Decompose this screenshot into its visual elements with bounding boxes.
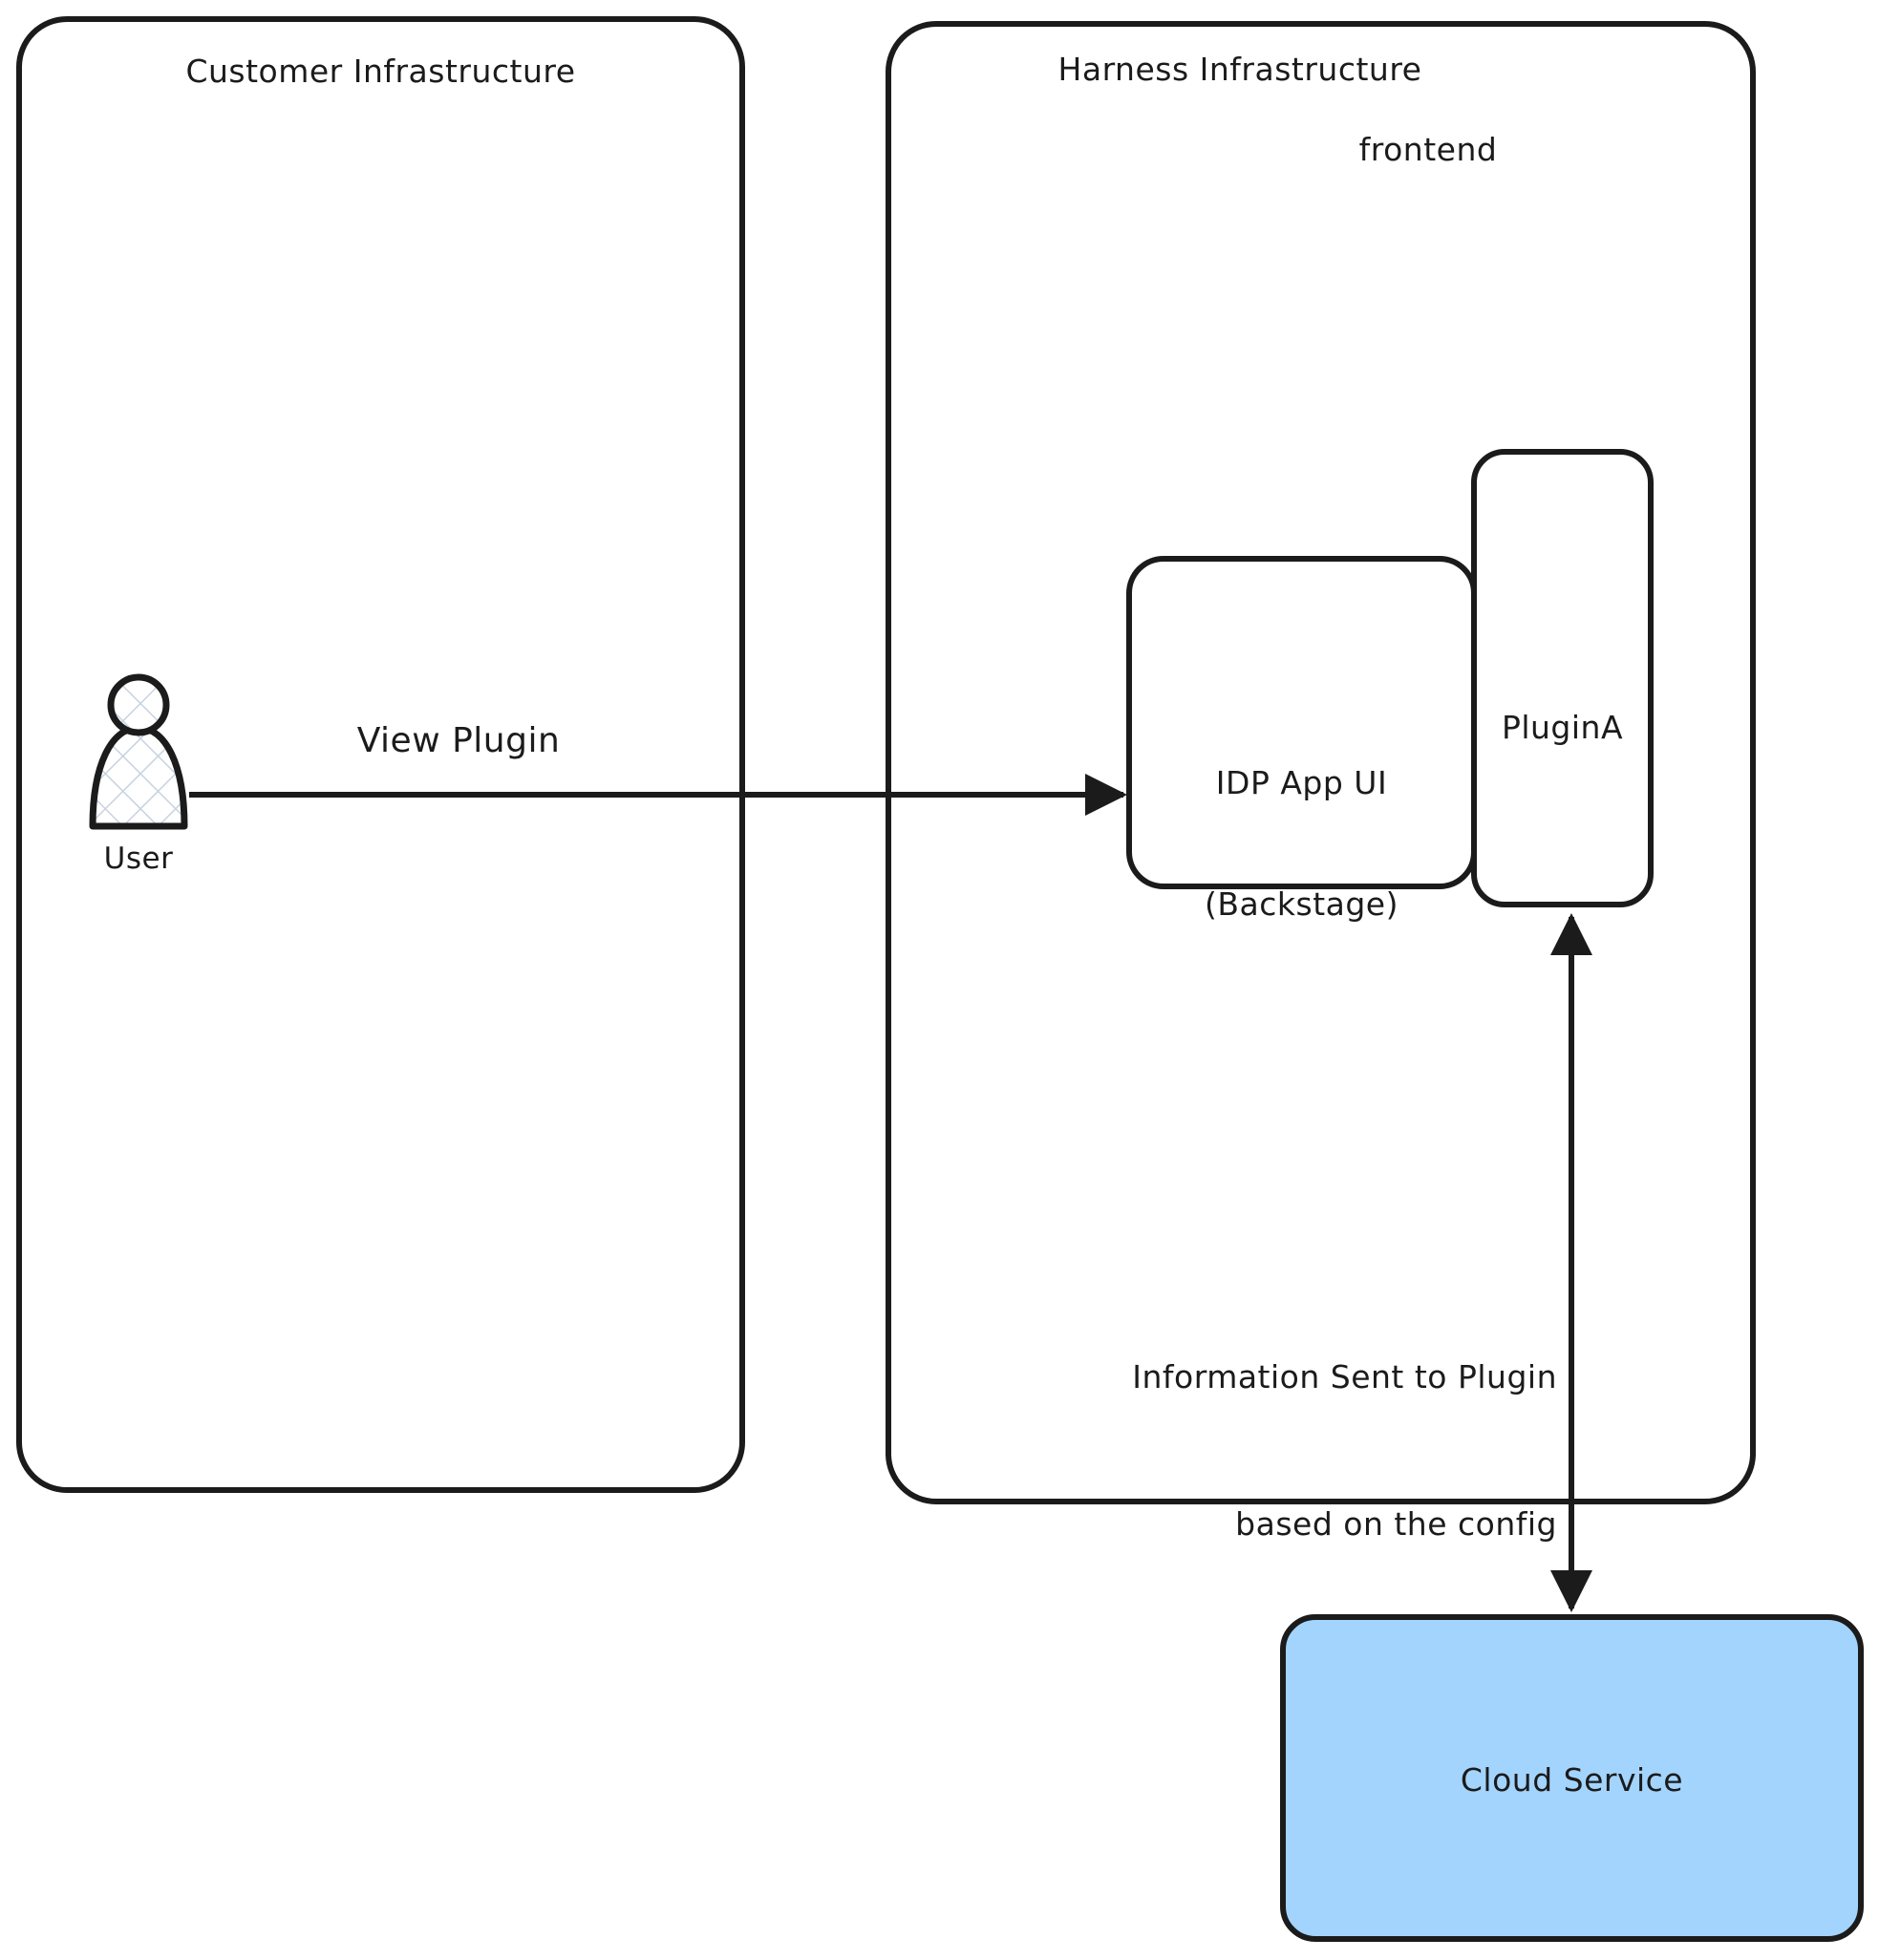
edge-plugin-cloud-label-line2: based on the config: [1235, 1504, 1557, 1543]
container-customer-infrastructure[interactable]: [16, 16, 745, 1493]
node-idp-app-ui-label-line1: IDP App UI: [1215, 764, 1388, 802]
node-idp-app-ui-label: IDP App UI (Backstage): [1129, 683, 1474, 1006]
edge-plugin-cloud-label: Information Sent to Plugin based on the …: [993, 1255, 1557, 1646]
node-cloud-service[interactable]: [1280, 1614, 1864, 1942]
node-idp-app-ui-label-line2: (Backstage): [1205, 885, 1399, 924]
node-plugin-a[interactable]: [1471, 449, 1654, 907]
container-harness-infrastructure-title: Harness Infrastructure: [1057, 51, 1422, 88]
edge-view-plugin-label: View Plugin: [356, 721, 561, 760]
node-plugin-a-label: PluginA: [1501, 709, 1624, 746]
node-cloud-service-label: Cloud Service: [1460, 1761, 1684, 1799]
group-label-frontend: frontend: [1358, 131, 1498, 168]
edge-plugin-cloud-label-line1: Information Sent to Plugin: [1132, 1358, 1557, 1396]
user-actor-icon[interactable]: [89, 673, 188, 830]
user-actor-label: User: [103, 842, 174, 876]
container-customer-infrastructure-title: Customer Infrastructure: [185, 53, 576, 90]
